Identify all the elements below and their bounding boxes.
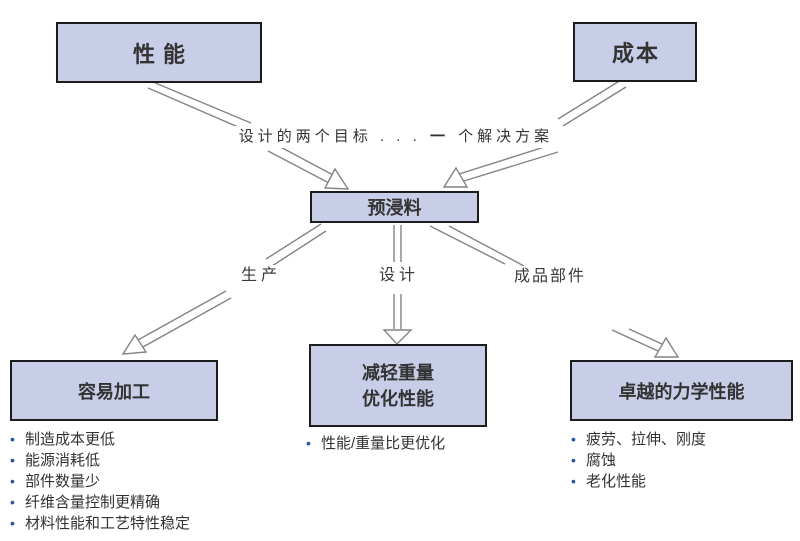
bullet-list-mechanical: 疲劳、拉伸、刚度 腐蚀 老化性能 [569, 429, 706, 492]
box-weight-optimize: 减轻重量 优化性能 [309, 344, 487, 427]
bullet-item: 部件数量少 [8, 471, 190, 492]
goal-caption-prefix: 设计的两个目标 . . . [238, 128, 421, 145]
arrow-prepreg-to-easy-processing [121, 223, 327, 355]
bullet-item: 材料性能和工艺特性稳定 [8, 513, 190, 534]
bullet-item: 纤维含量控制更精确 [8, 492, 190, 513]
bullet-item: 性能/重量比更优化 [304, 433, 445, 454]
goal-caption-emphasis: 一 [429, 128, 449, 145]
bullet-list-easy-processing: 制造成本更低 能源消耗低 部件数量少 纤维含量控制更精确 材料性能和工艺特性稳定 [8, 429, 190, 534]
box-mechanical-properties: 卓越的力学性能 [570, 360, 793, 421]
box-prepreg: 预浸料 [310, 191, 479, 223]
goal-caption-suffix: 个解决方案 [458, 128, 554, 145]
box-cost: 成本 [573, 22, 697, 82]
bullet-item: 老化性能 [569, 471, 706, 492]
arrow-cost-to-prepreg [442, 79, 627, 188]
bullet-item: 制造成本更低 [8, 429, 190, 450]
arrow-performance-to-prepreg [147, 81, 350, 190]
box-weight-line1: 减轻重量 [362, 362, 434, 383]
bullet-item: 腐蚀 [569, 450, 706, 471]
branch-label-production: 生产 [238, 265, 285, 287]
branch-label-design: 设计 [376, 265, 423, 287]
box-easy-processing: 容易加工 [10, 360, 218, 421]
bullet-item: 疲劳、拉伸、刚度 [569, 429, 706, 450]
design-goal-caption: 设计的两个目标 . . . 一 个解决方案 [228, 126, 564, 148]
bullet-item: 能源消耗低 [8, 450, 190, 471]
branch-label-finished-parts: 成品部件 [511, 266, 590, 288]
bullet-list-weight-optimize: 性能/重量比更优化 [304, 433, 445, 454]
box-weight-line2: 优化性能 [362, 388, 434, 409]
box-performance: 性能 [56, 22, 262, 83]
arrow-prepreg-to-weight-optimize [382, 225, 413, 346]
arrow-prepreg-to-mechanical [429, 225, 680, 358]
